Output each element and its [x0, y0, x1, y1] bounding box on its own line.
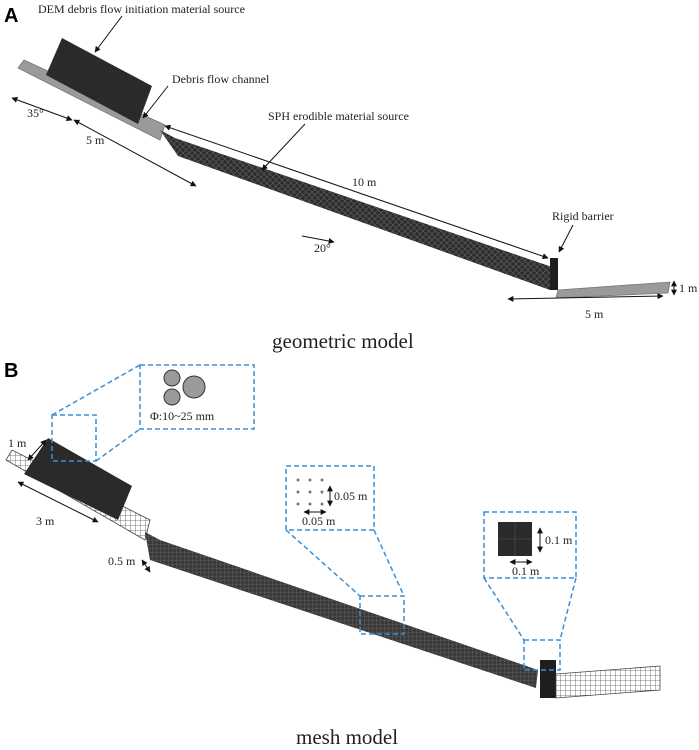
zoom-box-barrier — [483, 511, 577, 579]
label-barrier-mesh-h: 0.1 m — [512, 564, 540, 578]
particle-glyphs — [163, 369, 206, 406]
panel-a-letter: A — [4, 5, 18, 27]
label-barrier-height: 1 m — [679, 281, 698, 295]
label-sph-spacing-v: 0.05 m — [334, 489, 368, 503]
particle-large — [182, 375, 206, 399]
caption-mesh-model: mesh model — [296, 725, 398, 749]
panel-a-geometry — [17, 38, 671, 299]
particle-small-bottom — [163, 388, 181, 406]
label-length-runout: 5 m — [585, 307, 604, 321]
dem-block-mesh — [24, 438, 132, 520]
panel-b-letter: B — [4, 360, 18, 382]
panel-b-annotations: 1 m 3 m 0.5 m — [8, 436, 151, 573]
barrier-mesh — [540, 660, 556, 698]
zoom-source-barrier — [523, 639, 561, 671]
sph-dots — [296, 478, 324, 506]
panel-b-mesh — [5, 438, 661, 699]
label-length-middle: 10 m — [352, 175, 377, 189]
zoom-boxes — [51, 364, 577, 671]
dem-initiation-block — [46, 38, 152, 124]
label-dem-source: DEM debris flow initiation material sour… — [38, 2, 245, 16]
zoom-source-sph — [359, 595, 405, 635]
label-block-height: 1 m — [8, 436, 27, 450]
label-particle-size: Φ:10~25 mm — [150, 409, 215, 423]
particle-small-top — [163, 369, 181, 387]
caption-geometric-model: geometric model — [272, 329, 414, 353]
panel-a-annotations: DEM debris flow initiation material sour… — [11, 2, 698, 321]
sph-bed-mesh — [145, 532, 538, 688]
zoom-box-particles — [139, 364, 255, 430]
label-sph-thickness: 0.5 m — [108, 554, 136, 568]
label-angle-20: 20° — [314, 241, 331, 255]
zoom-source-particles — [51, 414, 97, 462]
label-length-upper: 5 m — [86, 133, 105, 147]
label-block-length: 3 m — [36, 514, 55, 528]
runout-mesh — [555, 665, 661, 699]
label-barrier-mesh-v: 0.1 m — [545, 533, 573, 547]
rigid-barrier — [550, 258, 558, 290]
label-sph-source: SPH erodible material source — [268, 109, 409, 123]
zoom-box-sph — [285, 465, 375, 531]
runout-channel — [555, 281, 671, 299]
label-channel: Debris flow channel — [172, 72, 270, 86]
label-sph-spacing-h: 0.05 m — [302, 514, 336, 528]
label-rigid-barrier: Rigid barrier — [552, 209, 614, 223]
sph-erodible-bed — [160, 130, 555, 290]
label-angle-35: 35° — [27, 106, 44, 120]
